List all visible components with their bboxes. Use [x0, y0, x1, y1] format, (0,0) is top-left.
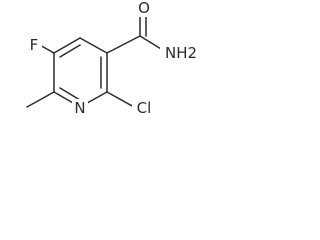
- fluorine-label-bg: [26, 36, 42, 54]
- ring-nitrogen-label: N: [74, 99, 85, 117]
- bond-c3-carbonyl: [106, 35, 141, 54]
- ring-nitrogen-label-bg: [72, 99, 88, 117]
- bond-c5-c4-inner: [59, 44, 81, 58]
- chemical-structure: O NH2 F N Cl: [26, 0, 204, 117]
- oxygen-label: O: [138, 0, 150, 17]
- fluorine-label: F: [30, 36, 39, 54]
- amide-nitrogen-label: NH2: [165, 44, 197, 62]
- chlorine-label-bg: [132, 99, 156, 117]
- bond-c5-c4: [53, 37, 81, 54]
- bond-c6-methyl: [26, 91, 55, 108]
- chlorine-label: Cl: [137, 99, 152, 117]
- bond-c2-chlorine: [106, 91, 135, 108]
- amide-label-bg: [160, 44, 204, 62]
- bond-n1-c6-inner: [59, 87, 81, 101]
- oxygen-label-bg: [134, 0, 152, 17]
- bond-c4-c3: [79, 37, 108, 54]
